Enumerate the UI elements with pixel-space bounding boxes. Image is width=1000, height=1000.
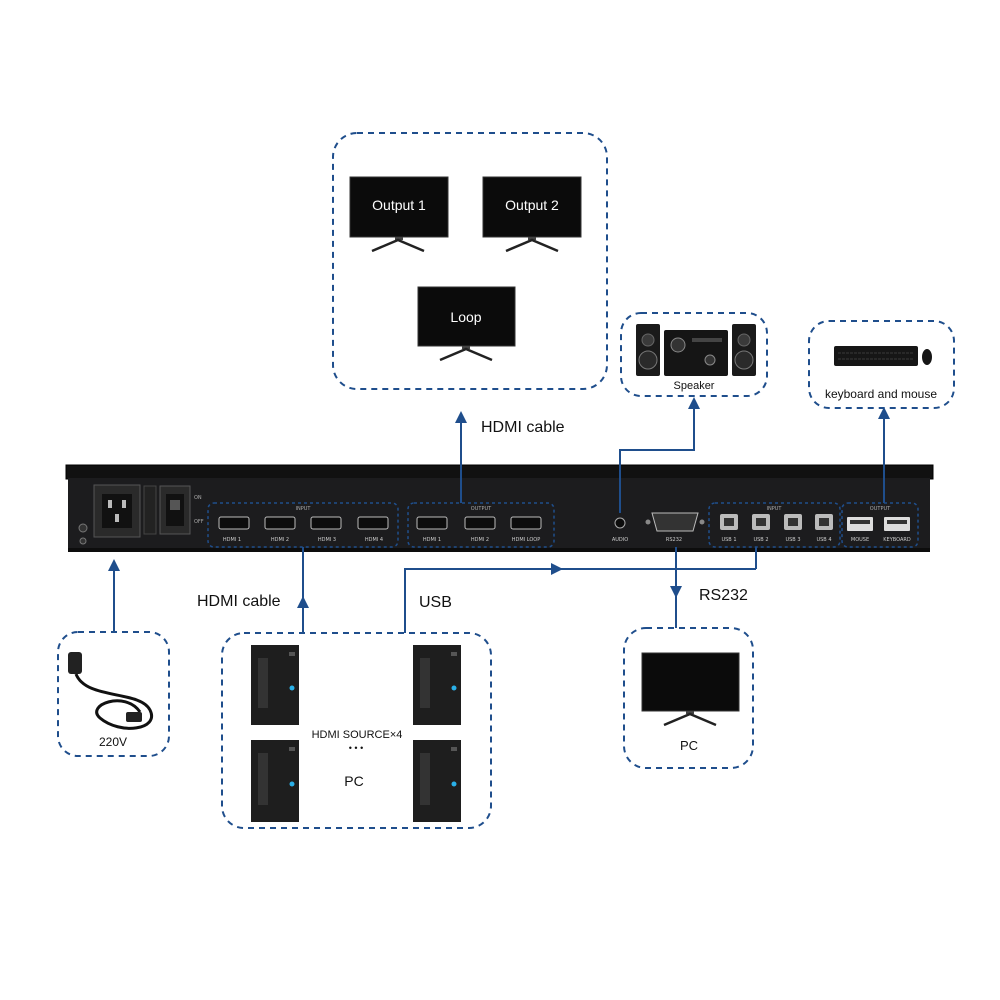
keyboard-icon [834,346,918,366]
power-inlet [93,484,141,538]
pc-tower-1 [251,645,299,725]
rs232-cable-label: RS232 [699,587,748,604]
monitor-output-2-label: Output 2 [505,197,559,213]
speaker-group-box [620,312,768,397]
speaker-system [636,324,756,376]
monitor-loop: Loop [417,286,516,362]
usb-input-port-3-label: USB 3 [785,537,800,543]
hdmi-input-port-1-label: HDMI 1 [223,537,241,543]
hdmi-sources-title: HDMI SOURCE×4 [312,729,403,741]
audio-jack [614,517,626,529]
usb-input-port-2-label: USB 2 [753,537,768,543]
monitor-loop-label: Loop [450,309,481,325]
hdmi-output-cable-label: HDMI cable [481,419,565,436]
usb-input-group-label: INPUT [767,506,783,512]
usb-input-port-1 [720,514,738,530]
hdmi-sources-pc-label: PC [344,773,363,789]
hid-output-group-label: OUTPUT [870,506,891,512]
hdmi-input-port-4 [357,516,389,530]
usb-mouse-port [847,517,873,531]
hid-output-group [841,502,919,548]
monitor-output-1-label: Output 1 [372,197,426,213]
audio-jack-label: AUDIO [612,537,628,543]
pc-tower-3 [251,740,299,822]
rs232-port [645,512,705,532]
usb-input-port-3 [784,514,802,530]
hdmi-input-port-3-label: HDMI 3 [318,537,336,543]
usb-input-group [708,502,841,548]
switch-off-label: OFF [194,519,204,525]
power-cord-icon [68,652,154,730]
pc-sources-group-box [221,632,492,829]
hdmi-input-group-label: INPUT [296,506,312,512]
monitors-group-box [332,132,608,390]
usb-keyboard-port-label: KEYBOARD [883,537,911,543]
usb-input-port-2 [752,514,770,530]
power-switch [159,485,191,535]
monitor-output-2: Output 2 [482,176,582,253]
hdmi-input-cable-label: HDMI cable [197,593,281,610]
usb-mouse-port-label: MOUSE [851,537,869,543]
rs232-port-label: RS232 [666,537,682,543]
ground-screw [78,523,88,545]
monitor-rs232-pc [641,652,740,727]
hdmi-input-port-2 [264,516,296,530]
hdmi-input-port-2-label: HDMI 2 [271,537,289,543]
rs232-pc-label: PC [680,738,698,753]
usb-cable-line [404,563,563,633]
hdmi-input-port-3 [310,516,342,530]
keyboard-mouse-label: keyboard and mouse [825,387,937,401]
usb-input-port-4 [815,514,833,530]
mouse-icon [922,349,932,365]
hdmi-output-port-1 [416,516,448,530]
hdmi-sources-dots: • • • [349,743,363,753]
hdmi-input-port-4-label: HDMI 4 [365,537,383,543]
speaker-label: Speaker [674,380,715,392]
usb-input-port-4-label: USB 4 [816,537,831,543]
hdmi-output-group [407,502,555,548]
hdmi-input-port-1 [218,516,250,530]
switch-on-label: ON [194,495,202,501]
hdmi-output-port-loop-label: HDMI LOOP [512,537,540,543]
usb-keyboard-port [884,517,910,531]
kvm-switch-chassis [65,464,934,552]
hdmi-output-port-2-label: HDMI 2 [471,537,489,543]
usb-cable-label: USB [419,594,452,611]
hdmi-output-group-label: OUTPUT [471,506,492,512]
fuse-holder [143,485,157,535]
monitor-output-1: Output 1 [349,176,449,253]
hdmi-output-port-loop [510,516,542,530]
power-label: 220V [99,735,127,749]
hdmi-output-port-2 [464,516,496,530]
rs232-pc-group-box [623,627,754,769]
pc-tower-4 [413,740,461,822]
usb-input-port-1-label: USB 1 [721,537,736,543]
audio-cable-line [619,397,700,513]
pc-tower-2 [413,645,461,725]
hdmi-output-port-1-label: HDMI 1 [423,537,441,543]
